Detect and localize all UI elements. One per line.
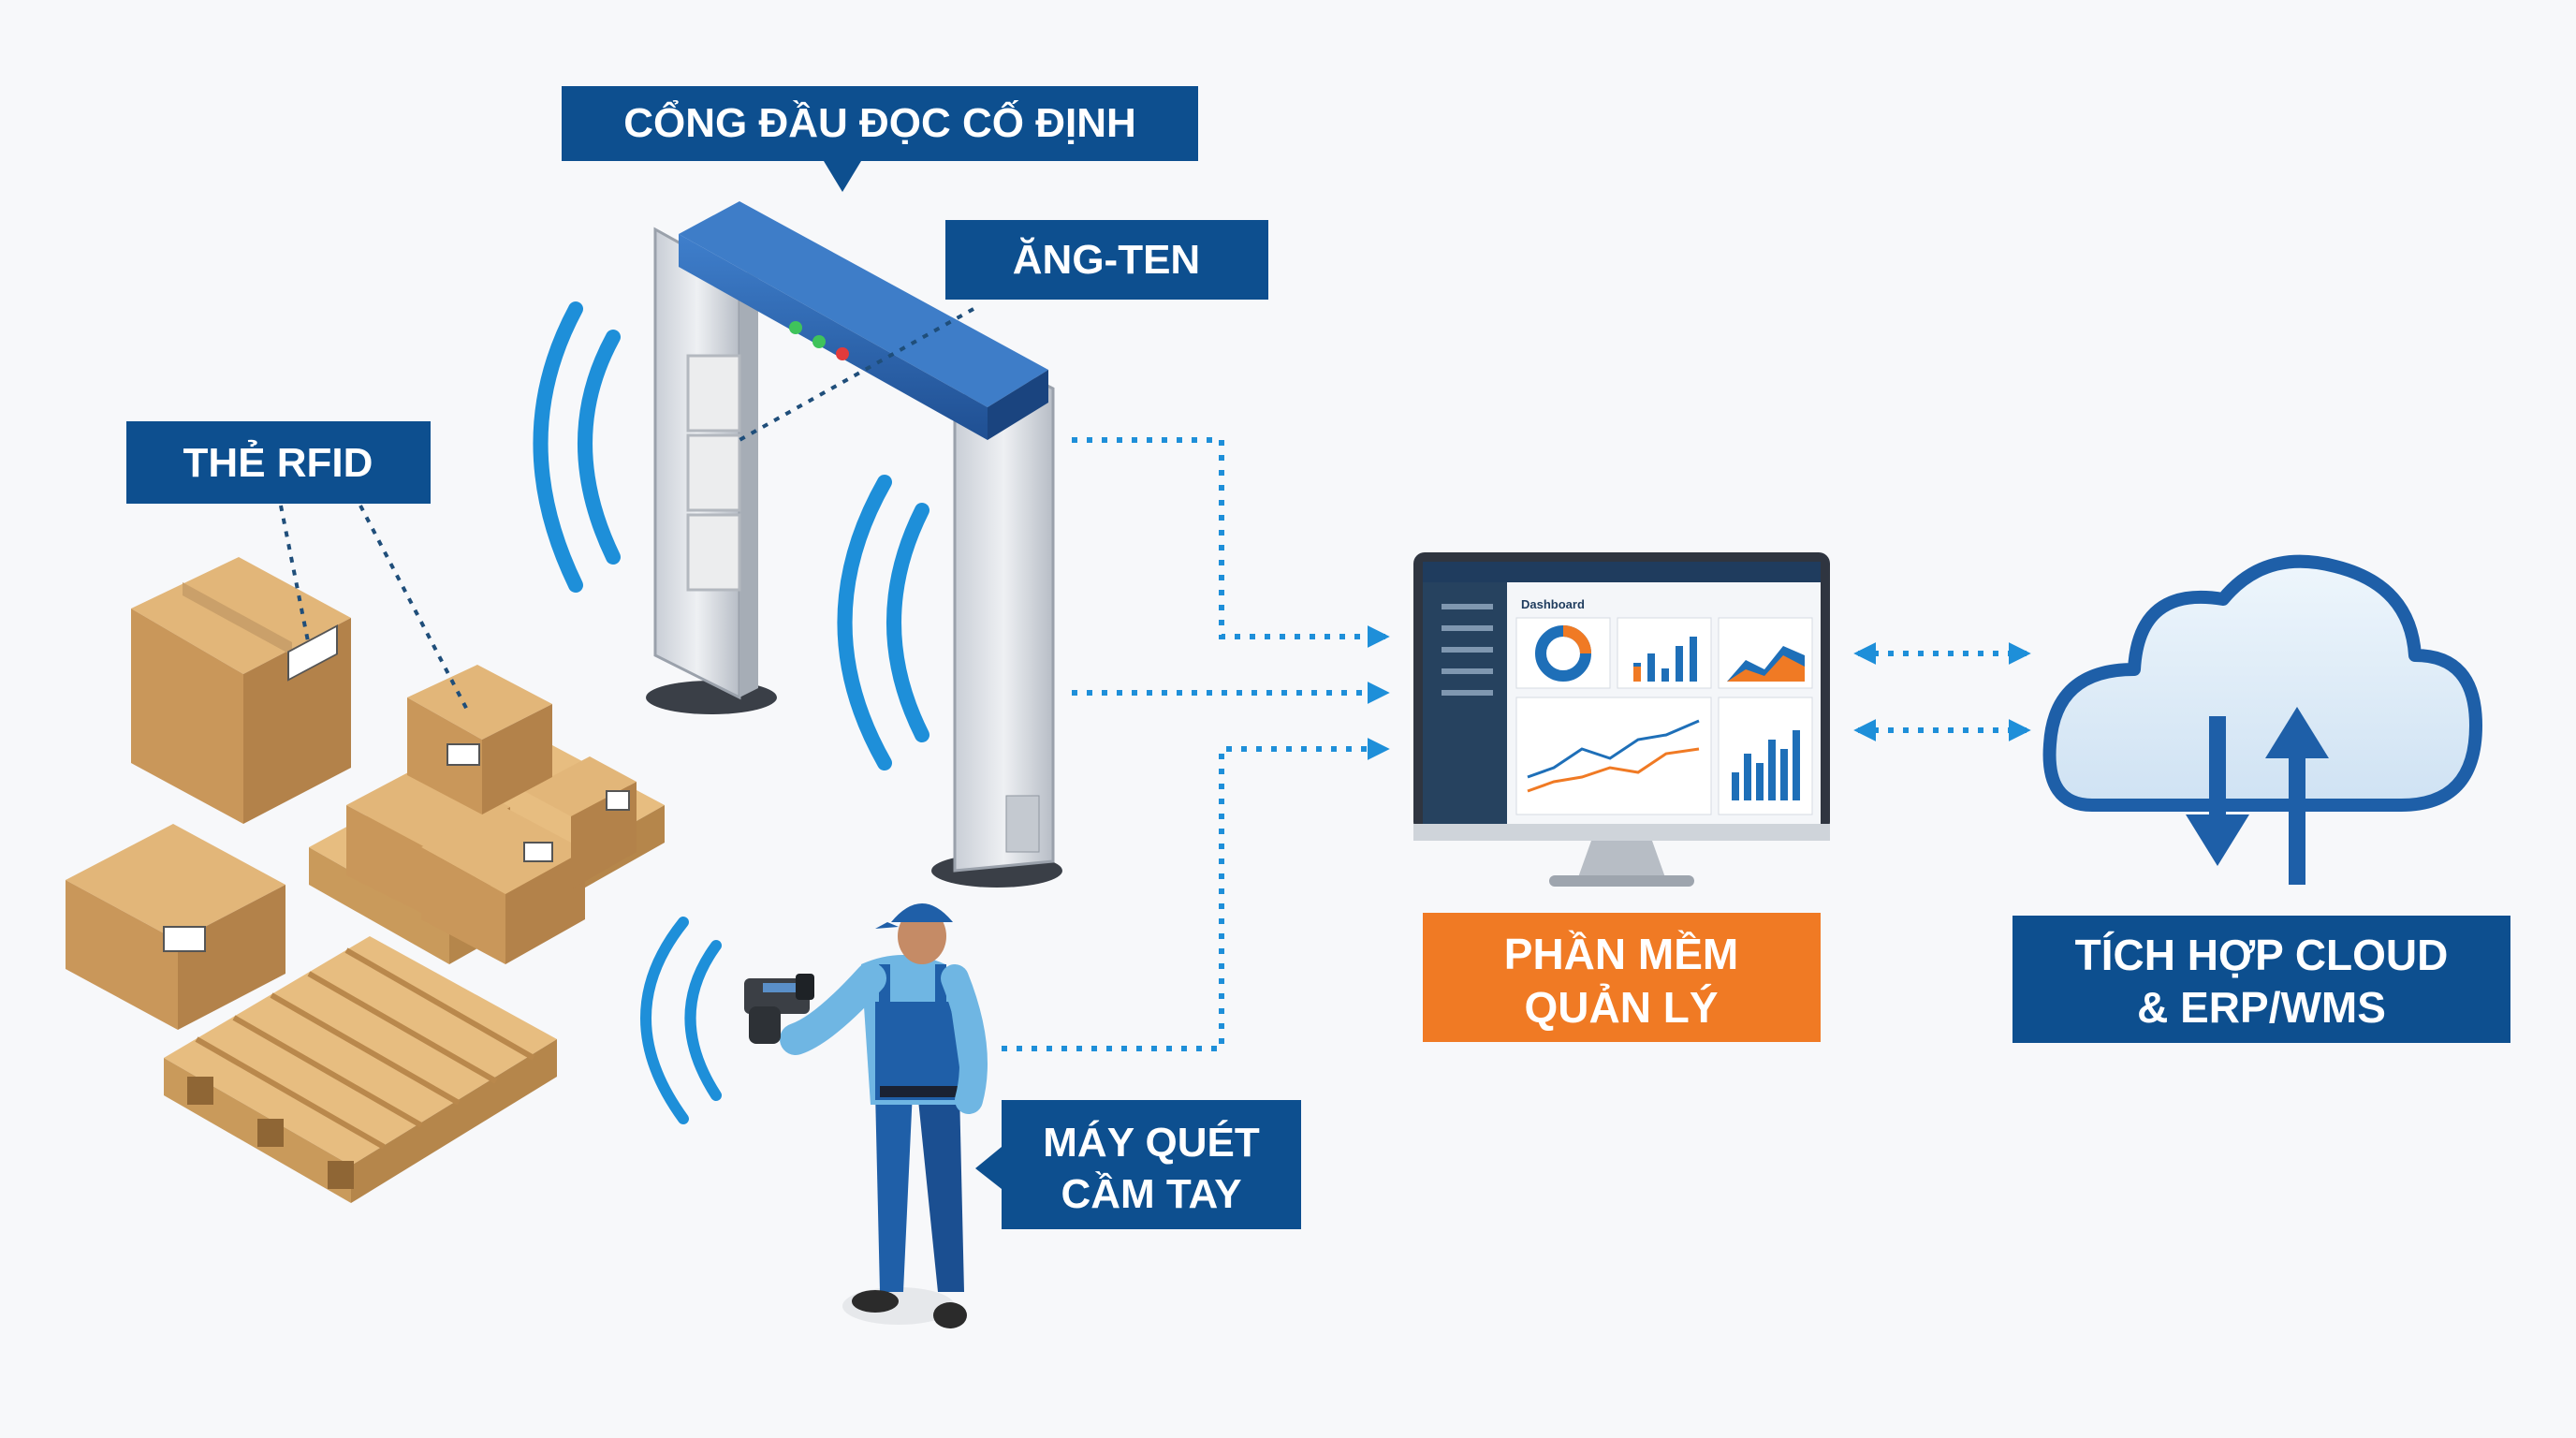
- handheld-scanner-label-line2: CẦM TAY: [1061, 1170, 1241, 1217]
- label-fixed-reader-gate: CỔNG ĐẦU ĐỌC CỐ ĐỊNH: [562, 86, 1198, 192]
- warehouse-worker: [744, 903, 988, 1328]
- dashboard-title: Dashboard: [1521, 597, 1585, 611]
- handheld-scanner-label-line1: MÁY QUÉT: [1043, 1119, 1260, 1166]
- boxes-and-pallets: [66, 557, 665, 1203]
- handheld-scanner-device: [744, 974, 814, 1044]
- label-handheld-scanner: MÁY QUÉT CẦM TAY: [975, 1100, 1301, 1229]
- label-cloud-integration: TÍCH HỢP CLOUD & ERP/WMS: [2012, 916, 2510, 1043]
- fixed-reader-gate-label: CỔNG ĐẦU ĐỌC CỐ ĐỊNH: [623, 98, 1136, 146]
- signal-waves-gate-left: [533, 301, 621, 593]
- antenna-panels: [686, 354, 741, 592]
- cloud-upload-download-arrows: [2186, 707, 2329, 885]
- label-rfid-tag: THẺ RFID: [126, 421, 431, 504]
- medium-box-left: [66, 824, 285, 1030]
- stacked-boxes: [346, 665, 637, 964]
- red-led-icon: [836, 347, 849, 360]
- rfid-gate: [646, 201, 1062, 888]
- rfid-tag-label: THẺ RFID: [183, 439, 373, 486]
- cloud-label-line2: & ERP/WMS: [2137, 983, 2386, 1032]
- connectors: [279, 307, 2031, 1051]
- empty-pallet: [164, 936, 557, 1203]
- label-antenna: ĂNG-TEN: [945, 220, 1268, 300]
- large-box: [131, 557, 351, 824]
- scanner-to-software-connector: [1002, 738, 1390, 1051]
- label-management-software: PHẦN MỀM QUẢN LÝ: [1423, 913, 1821, 1042]
- software-label-line2: QUẢN LÝ: [1525, 983, 1719, 1032]
- gate-to-software-connector: [1072, 437, 1390, 648]
- signal-waves-gate-right: [837, 475, 929, 770]
- wifi-waves-icon: [533, 301, 583, 593]
- software-monitor: Dashboard: [1413, 552, 1830, 887]
- signal-waves-scanner: [640, 917, 722, 1124]
- cloud-icon: [2042, 554, 2482, 885]
- green-led-icon: [789, 321, 802, 334]
- cloud-label-line1: TÍCH HỢP CLOUD: [2075, 931, 2449, 979]
- antenna-label: ĂNG-TEN: [1013, 236, 1200, 283]
- software-label-line1: PHẦN MỀM: [1504, 930, 1738, 978]
